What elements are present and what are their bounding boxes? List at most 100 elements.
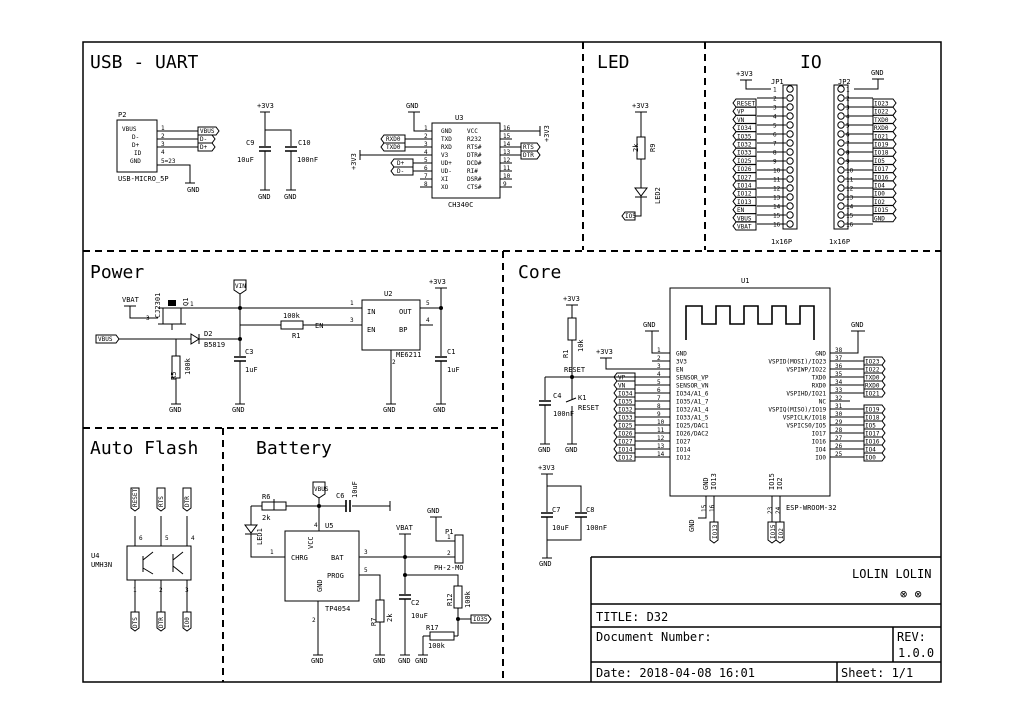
jp2-net: IO18	[874, 150, 889, 157]
jp2-pin-number: 11	[846, 177, 854, 184]
ch340-right-rail: +3V3	[543, 125, 551, 142]
c6-value: 10uF	[351, 481, 359, 498]
core-left-pin: 3V3	[676, 359, 687, 366]
core-left-pin: SENSOR_VN	[676, 383, 709, 390]
jp1-pin-number: 14	[773, 204, 781, 211]
u5-num-prog: 5	[364, 567, 368, 574]
jp2-net-flag	[872, 180, 897, 190]
section-dividers	[83, 42, 941, 682]
jp1-part: 1x16P	[771, 238, 792, 246]
jp1-net: IO25	[737, 158, 752, 165]
ch340-net-rxd0: RXD0	[386, 136, 401, 143]
jp2-pin-circle	[837, 193, 845, 201]
jp1-pin-number: 16	[773, 222, 781, 229]
usb-num-4: 4	[161, 149, 165, 156]
ch340-net-dplus: D+	[397, 160, 405, 167]
jp2-pin-circle	[837, 175, 845, 183]
u2-num-out: 5	[426, 300, 430, 307]
u2-ref: U2	[384, 290, 392, 298]
jp1-pin-number: 6	[773, 132, 777, 139]
k1-gnd: GND	[565, 446, 578, 454]
jp2-pin-number: 7	[846, 141, 850, 148]
jp2-gnd: GND	[871, 69, 884, 77]
p1-ref: P1	[445, 528, 453, 536]
u2-pin-out: OUT	[399, 308, 412, 316]
ch340-left-pin: V3	[441, 152, 449, 159]
jp1-net: IO34	[737, 125, 752, 132]
core-bottom-net-io13: IO13	[712, 524, 719, 539]
led-r-ref: R9	[649, 144, 657, 152]
ch340-right-num: 16	[503, 125, 511, 132]
r6-ref: R6	[262, 493, 270, 501]
ch340-left-num: 3	[424, 141, 428, 148]
u5-num-vcc: 4	[314, 522, 318, 529]
u2-num-gnd: 2	[392, 359, 396, 366]
jp2-net: IO17	[874, 166, 889, 173]
jp2-pin-circle	[837, 157, 845, 165]
core-left-num: 4	[657, 371, 661, 378]
r1-ref: R1	[292, 332, 300, 340]
autoflash-top-num: 5	[165, 535, 169, 542]
ch340-left-pin: UD+	[441, 160, 452, 167]
core-left-pin: IO26/DAC2	[676, 431, 709, 438]
jp1-pin-number: 11	[773, 177, 781, 184]
usb-pin-dplus: D+	[132, 142, 140, 149]
c8-value: 100nF	[586, 524, 607, 532]
ch340-left-num: 1	[424, 125, 428, 132]
usb-pin-id: ID	[134, 150, 142, 157]
core-r-ref: R1	[562, 350, 570, 358]
jp2-net-flag	[872, 147, 897, 157]
jp2-net: IO0	[874, 191, 885, 198]
r1-value: 100k	[283, 312, 301, 320]
core-right-pin: IO4	[815, 447, 826, 454]
core-gnd-left: GND	[643, 321, 656, 329]
core-right-net: RXD0	[865, 383, 880, 390]
autoflash-bottom-net: DTS	[132, 617, 139, 628]
title-block-rev-value: 1.0.0	[898, 646, 934, 660]
u5-pin-vcc: VCC	[307, 536, 315, 549]
core-left-net: IO27	[618, 439, 633, 446]
jp1-net: IO33	[737, 150, 752, 157]
core-left-net: IO34	[618, 391, 633, 398]
power-q-part: CJ2301	[154, 293, 162, 318]
core-part: ESP-WROOM-32	[786, 504, 837, 512]
jp1-net: IO32	[737, 142, 752, 149]
core-right-net: IO5	[865, 423, 876, 430]
core-r-value: 10k	[577, 339, 585, 352]
jp2-pin-circle	[837, 130, 845, 138]
ch340-left-pin: UD-	[441, 168, 452, 175]
jp2-pin-circle	[837, 94, 845, 102]
jp1-pin-circle	[786, 202, 794, 210]
jp1-pin-number: 4	[773, 114, 777, 121]
core-right-pin: TXD0	[812, 375, 827, 382]
core-left-num: 13	[657, 443, 665, 450]
core-right-num: 33	[835, 387, 843, 394]
core-right-net-flag	[863, 452, 886, 462]
power-q-pin-1: 1	[190, 301, 194, 308]
core-rail-bottom: +3V3	[538, 464, 555, 472]
u5-pin-bat: BAT	[331, 554, 344, 562]
core-bottom-num-16: 16	[709, 504, 716, 512]
jp2-pin-circle	[837, 85, 845, 93]
u4-part: UMH3N	[91, 561, 112, 569]
core-right-net-flag	[863, 436, 886, 446]
jp1-net: IO13	[737, 199, 752, 206]
r5-gnd: GND	[169, 406, 182, 414]
jp2-pin-circle	[837, 139, 845, 147]
u4-ref: U4	[91, 552, 99, 560]
core-right-num: 32	[835, 395, 843, 402]
r17-value: 100k	[428, 642, 446, 650]
jp2-pin-circle	[837, 211, 845, 219]
core-right-num: 31	[835, 403, 843, 410]
jp1-pin-number: 15	[773, 213, 781, 220]
core-left-net: IO33	[618, 415, 633, 422]
jp1-rows: 12345678910111213141516RESETVPVNIO34IO35…	[732, 85, 794, 231]
core-bottom-num-23: 23	[767, 506, 774, 514]
jp2-net: GND	[874, 215, 885, 222]
core-right-net-flag	[863, 356, 886, 366]
jp1-pin-circle	[786, 148, 794, 156]
usb-num-5: 5=23	[161, 158, 176, 165]
section-title-battery: Battery	[256, 438, 332, 459]
c10-gnd: GND	[284, 193, 297, 201]
